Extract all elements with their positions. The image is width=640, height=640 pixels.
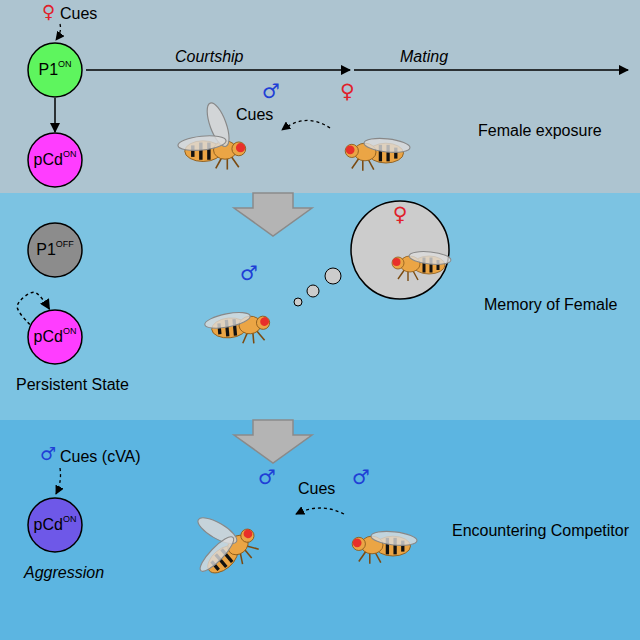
text-label: Encountering Competitor	[452, 522, 629, 540]
node-circle	[351, 201, 449, 299]
sex-symbol: ♂	[240, 262, 258, 284]
text-label: Cues	[298, 480, 335, 498]
fly	[352, 529, 417, 563]
fly-head	[238, 526, 257, 545]
neuron-name: P1	[36, 242, 56, 258]
cue-arrow	[282, 120, 330, 130]
fly-wing	[363, 136, 410, 154]
sex-symbol: ♀	[393, 204, 408, 224]
sex-symbol: ♀	[42, 2, 55, 22]
sex-symbol: ♂	[352, 466, 370, 488]
neuron-circle: pCdON	[27, 309, 83, 365]
text-label: Memory of Female	[484, 296, 617, 314]
fly-eye	[353, 538, 362, 547]
fly-eye	[260, 317, 270, 327]
fly-head	[345, 144, 358, 157]
text-label: Female exposure	[478, 122, 602, 140]
node-circle	[28, 498, 82, 552]
fly-wing	[196, 533, 238, 575]
sex-symbol: ♂	[40, 444, 56, 464]
thought-dot	[294, 298, 302, 306]
neuron-name: P1	[38, 62, 58, 78]
band-bottom	[0, 420, 640, 640]
fly-wing	[177, 134, 226, 153]
fly	[392, 250, 452, 281]
thought-dot	[325, 268, 341, 284]
fly-wing	[370, 529, 417, 547]
thought-bubble: ♀	[350, 200, 450, 300]
neuron-state: ON	[58, 60, 72, 69]
fly-wing	[408, 250, 451, 266]
fly-eye	[346, 145, 355, 154]
italic-label: Mating	[400, 48, 448, 66]
node-circle	[28, 310, 82, 364]
fly-head	[232, 142, 246, 156]
fly-head	[256, 316, 270, 330]
fly-wing	[194, 513, 240, 548]
node-circle	[28, 133, 82, 187]
text-label: Cues (cVA)	[60, 448, 141, 466]
fly-eye	[236, 143, 245, 152]
neuron-circle: pCdON	[27, 497, 83, 553]
neuron-state: ON	[63, 515, 77, 524]
neuron-state: ON	[63, 327, 77, 336]
transition-arrow	[234, 193, 312, 236]
neuron-name: pCd	[34, 329, 63, 345]
flies	[172, 100, 417, 588]
neuron-state: OFF	[56, 240, 74, 249]
neuron-state: ON	[63, 150, 77, 159]
sex-symbol: ♀	[340, 80, 355, 102]
neuron-circle: P1ON	[27, 42, 83, 98]
text-label: Cues	[60, 5, 97, 23]
sex-symbol: ♂	[262, 80, 280, 102]
italic-label: Courtship	[175, 48, 243, 66]
fly	[203, 308, 271, 348]
fly	[177, 100, 245, 169]
courtship-arrow	[86, 69, 350, 71]
neuron-circle: P1OFF	[27, 222, 83, 278]
fly	[172, 496, 265, 589]
cue-arrow	[296, 508, 344, 514]
sex-symbol: ♂	[258, 466, 276, 488]
band-top	[0, 0, 640, 193]
neuron-name: pCd	[34, 152, 63, 168]
fly-head	[352, 537, 365, 550]
cue-arrow	[56, 468, 61, 494]
neuron-circle: pCdON	[27, 132, 83, 188]
transition-arrow	[234, 420, 312, 463]
cue-arrow	[56, 24, 61, 40]
neuron-name: pCd	[34, 517, 63, 533]
fly-head	[392, 257, 404, 269]
fly-wing	[204, 309, 252, 331]
fly	[345, 136, 410, 170]
fly-eye	[242, 528, 254, 540]
italic-label: Aggression	[24, 564, 104, 582]
band-middle	[0, 193, 640, 420]
mating-arrow	[354, 69, 628, 71]
fly-eye	[393, 258, 401, 266]
thought-dot	[307, 285, 319, 297]
node-circle	[28, 43, 82, 97]
connector-arrow	[54, 98, 56, 132]
node-circle	[28, 223, 82, 277]
text-label: Persistent State	[16, 376, 129, 394]
text-label: Cues	[236, 106, 273, 124]
